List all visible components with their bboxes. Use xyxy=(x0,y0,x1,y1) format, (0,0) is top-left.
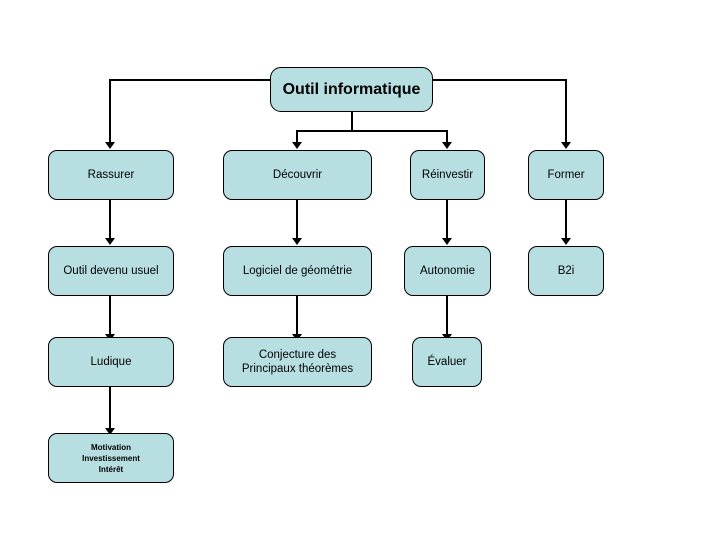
connector-root-left-horizontal xyxy=(110,79,271,81)
connector-root-center-bar xyxy=(296,130,448,132)
connector-rassurer-to-outil-devenu-usuel xyxy=(109,200,111,239)
connector-root-left-vertical xyxy=(109,79,111,143)
node-reinvestir[interactable]: Réinvestir xyxy=(410,150,485,200)
node-outil-devenu-usuel[interactable]: Outil devenu usuel xyxy=(48,246,174,296)
node-rassurer[interactable]: Rassurer xyxy=(48,150,174,200)
node-evaluer[interactable]: Évaluer xyxy=(412,337,482,387)
node-logiciel-de-geometrie[interactable]: Logiciel de géométrie xyxy=(223,246,372,296)
connector-autonomie-to-evaluer xyxy=(446,296,448,335)
connector-root-center-stem xyxy=(351,112,353,132)
connector-former-to-b2i xyxy=(565,200,567,239)
node-ludique[interactable]: Ludique xyxy=(48,337,174,387)
node-label: Réinvestir xyxy=(421,169,474,181)
arrow-reinvestir-to-autonomie xyxy=(442,238,452,245)
node-autonomie[interactable]: Autonomie xyxy=(404,246,491,296)
arrow-root-to-rassurer xyxy=(105,142,115,149)
node-label: Autonomie xyxy=(420,265,475,277)
connector-reinvestir-to-autonomie xyxy=(446,200,448,239)
node-label: Évaluer xyxy=(427,356,467,368)
connector-root-center-left-drop xyxy=(296,130,298,143)
node-label: Former xyxy=(547,169,585,181)
node-label: Outil informatique xyxy=(282,80,421,98)
node-decouvrir[interactable]: Découvrir xyxy=(223,150,372,200)
node-former[interactable]: Former xyxy=(528,150,604,200)
arrow-root-to-decouvrir xyxy=(292,142,302,149)
node-label: B2i xyxy=(557,265,575,277)
arrow-root-to-reinvestir xyxy=(442,142,452,149)
node-outil-informatique[interactable]: Outil informatique xyxy=(270,67,433,112)
node-label: Ludique xyxy=(90,356,132,368)
node-label: Outil devenu usuel xyxy=(63,265,159,277)
arrow-root-to-former xyxy=(561,142,571,149)
node-label: Conjecture des Principaux théorèmes xyxy=(241,349,354,375)
node-label: Rassurer xyxy=(87,169,135,181)
arrow-rassurer-to-outil-devenu-usuel xyxy=(105,238,115,245)
connector-logiciel-de-geometrie-to-conjecture xyxy=(296,296,298,335)
node-conjecture-des-principaux-theoremes[interactable]: Conjecture des Principaux théorèmes xyxy=(223,337,372,387)
connector-ludique-to-motivation xyxy=(109,387,111,429)
arrow-former-to-b2i xyxy=(561,238,571,245)
connector-root-center-right-drop xyxy=(446,130,448,143)
node-label: Motivation Investissement Intérêt xyxy=(82,442,140,474)
connector-root-right-horizontal xyxy=(432,79,567,81)
node-label: Logiciel de géométrie xyxy=(242,265,353,277)
connector-root-right-vertical xyxy=(565,79,567,143)
connector-decouvrir-to-logiciel-de-geometrie xyxy=(296,200,298,239)
connector-outil-devenu-usuel-to-ludique xyxy=(109,296,111,335)
node-b2i[interactable]: B2i xyxy=(528,246,604,296)
arrow-ludique-to-motivation xyxy=(105,428,115,435)
node-motivation-investissement-interet[interactable]: Motivation Investissement Intérêt xyxy=(48,433,174,483)
node-label: Découvrir xyxy=(272,169,323,181)
arrow-decouvrir-to-logiciel-de-geometrie xyxy=(292,238,302,245)
